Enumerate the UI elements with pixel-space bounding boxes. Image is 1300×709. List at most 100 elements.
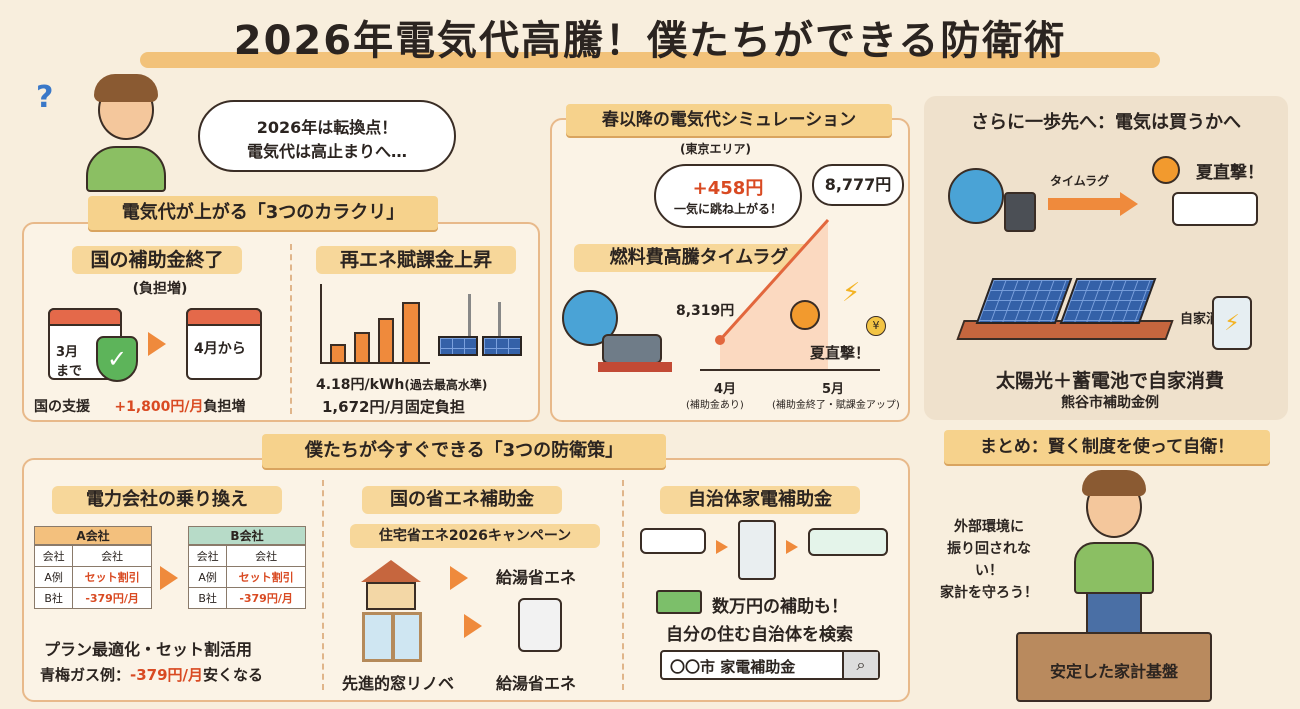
eco-campaign: 住宅省エネ2026キャンペーン xyxy=(350,524,600,548)
summary-base: 安定した家計基盤 xyxy=(1049,662,1178,681)
jump-bubble: +458円 一気に跳ね上がる！ xyxy=(654,164,802,228)
switch-saving: -379円/月 xyxy=(130,666,204,684)
may-value: 8,777円 xyxy=(824,175,892,194)
divider-3 xyxy=(622,480,624,690)
renewable-heading: 再エネ賦課金上昇 xyxy=(316,246,516,274)
cell: 会社 xyxy=(226,545,306,567)
increase-value: +1,800円/月 xyxy=(114,399,204,415)
buy-timelag: タイムラグ xyxy=(1050,174,1110,188)
buy-example: 熊谷市補助金例 xyxy=(1061,395,1159,411)
switch-cheaper: 安くなる xyxy=(203,666,264,684)
sun-icon-2 xyxy=(1152,156,1180,184)
eco-heading: 国の省エネ補助金 xyxy=(362,486,562,514)
house-icon xyxy=(356,560,426,610)
globe-ship-icon xyxy=(562,290,672,376)
buy-summer: 夏直撃！ xyxy=(1196,163,1264,183)
search-icon[interactable]: ⌕ xyxy=(842,652,878,678)
switch-line1: プラン最適化・セット割活用 xyxy=(44,640,253,659)
table-a: A会社 会社会社 A例セット割引 B社-379円/月 xyxy=(33,526,152,609)
cash-icon xyxy=(656,590,702,614)
price-line xyxy=(718,218,830,342)
cell: B社 xyxy=(187,587,228,609)
speech-line3: 家計を守ろう！ xyxy=(940,585,1038,601)
buy-ribbon: さらに一歩先へ：電気は買うかへ xyxy=(971,112,1241,133)
yen-coin-icon: ¥ xyxy=(866,316,886,336)
table-b-name: B会社 xyxy=(188,526,306,545)
oil-drum-icon xyxy=(1004,192,1036,232)
search-box[interactable]: 〇〇市 家電補助金 ⌕ xyxy=(660,650,880,680)
lightning-icon: ⚡ xyxy=(842,278,861,308)
arrow-right-icon xyxy=(148,332,166,356)
shield-check-icon: ✓ xyxy=(96,336,138,382)
table-a-name: A会社 xyxy=(34,526,152,545)
sun-icon xyxy=(790,300,820,330)
eco-window: 先進的窓リノベ xyxy=(342,674,455,693)
page-title: 2026年電気代高騰！僕たちができる防衛術 xyxy=(233,18,1067,64)
arrow-right-icon-3 xyxy=(450,566,468,590)
defense-ribbon: 僕たちが今すぐできる「3つの防衛策」 xyxy=(262,434,666,468)
april-value: 8,319円 xyxy=(676,303,735,319)
switch-line2: 青梅ガス例：-379円/月安くなる xyxy=(40,664,263,685)
thumbs-up-person xyxy=(1064,470,1164,640)
x-april: 4月 xyxy=(714,382,737,397)
x-april-note: (補助金あり) xyxy=(686,400,744,411)
local-line1: 数万円の補助も！ xyxy=(712,597,848,617)
water-heater-icon xyxy=(518,598,562,652)
fridge-icon xyxy=(738,520,776,580)
local-line2: 自分の住む自治体を検索 xyxy=(666,625,853,645)
arrow-small-icon xyxy=(716,540,728,554)
cal-march-label: 3月 まで xyxy=(56,345,83,379)
eco-item1: 給湯省エネ xyxy=(496,568,577,587)
arrow-long-icon xyxy=(1048,198,1120,210)
buy-panel xyxy=(924,96,1288,420)
burden-label: 負担増 xyxy=(203,399,246,415)
air-conditioner-icon-3 xyxy=(808,528,888,556)
air-conditioner-icon xyxy=(1172,192,1258,226)
cell: セット割引 xyxy=(72,566,152,588)
timelag-heading: 燃料費高騰タイムラグ xyxy=(574,244,824,272)
cell: 会社 xyxy=(33,545,74,567)
buy-self: 自家消 xyxy=(1180,312,1220,327)
pedestal xyxy=(1016,632,1212,702)
thinking-person xyxy=(80,72,170,192)
karakuri-ribbon: 電気代が上がる「3つのカラクリ」 xyxy=(88,196,438,230)
switch-heading: 電力会社の乗り換え xyxy=(52,486,282,514)
summary-ribbon: まとめ：賢く制度を使って自衛！ xyxy=(944,430,1270,464)
calendar-april-icon: 4月から xyxy=(186,308,262,380)
divider xyxy=(290,244,292,414)
divider-2 xyxy=(322,480,324,690)
arrow-small-icon-2 xyxy=(786,540,798,554)
rate-value: 4.18円/kWh xyxy=(316,377,405,393)
may-value-bubble: 8,777円 xyxy=(812,164,904,206)
globe-icon xyxy=(948,168,1004,224)
air-conditioner-icon-2 xyxy=(640,528,706,554)
cell: 会社 xyxy=(72,545,152,567)
jump-value: +458円 xyxy=(692,178,764,199)
switch-example: 青梅ガス例： xyxy=(40,666,131,684)
cell: A例 xyxy=(33,566,74,588)
thought-bubble: 2026年は転換点！ 電気代は高止まりへ… xyxy=(198,100,456,172)
sim-summer: 夏直撃！ xyxy=(810,344,871,362)
bar-chart-icon xyxy=(320,284,430,364)
speech-line2: 振り回されない！ xyxy=(947,541,1031,579)
april-point xyxy=(715,335,725,345)
renewable-fixed: 1,672円/月固定負担 xyxy=(322,398,465,416)
cell: 会社 xyxy=(187,545,228,567)
cell: -379円/月 xyxy=(72,587,152,609)
arrow-head-icon xyxy=(1120,192,1138,216)
arrow-right-icon-4 xyxy=(464,614,482,638)
speech-line1: 外部環境に xyxy=(954,519,1024,535)
support-label: 国の支援 xyxy=(34,399,90,415)
table-b: B会社 会社会社 A例セット割引 B社-379円/月 xyxy=(187,526,306,609)
battery-icon: ⚡ xyxy=(1212,296,1252,350)
arrow-right-icon-2 xyxy=(160,566,178,590)
x-may-note: (補助金終了・賦課金アップ) xyxy=(772,400,900,411)
search-input[interactable]: 〇〇市 家電補助金 xyxy=(670,658,796,676)
window-icon xyxy=(362,612,422,662)
simulation-line-chart xyxy=(700,218,880,371)
cell: A例 xyxy=(187,566,228,588)
jump-note: 一気に跳ね上がる！ xyxy=(673,202,782,216)
cell: -379円/月 xyxy=(226,587,306,609)
rate-note: (過去最高水準) xyxy=(404,378,488,392)
cell: B社 xyxy=(33,587,74,609)
